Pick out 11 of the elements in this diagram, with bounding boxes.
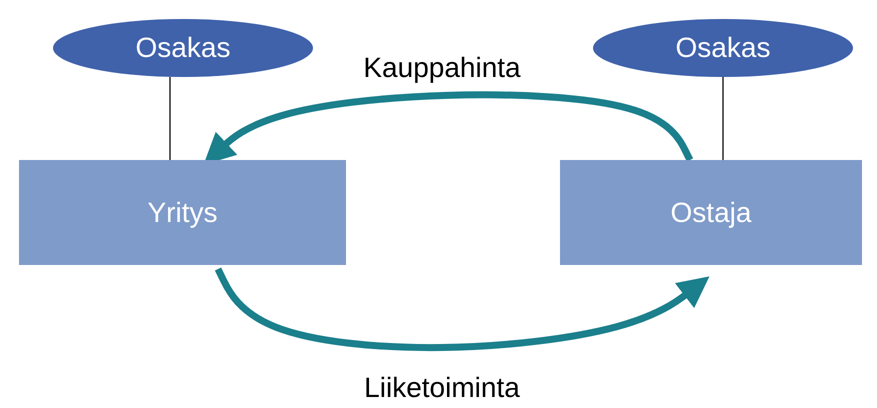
node-label: Osakas (136, 32, 230, 64)
connector-line (722, 77, 724, 160)
ellipse-node (53, 19, 313, 77)
process-box (560, 160, 862, 265)
ellipse-node (593, 19, 853, 77)
node-label: Ostaja (670, 196, 752, 228)
arrow (214, 267, 710, 352)
process-box (19, 160, 346, 265)
node-label: Yritys (148, 196, 218, 228)
connector-line (169, 77, 171, 160)
node-label: Osakas (676, 32, 770, 64)
